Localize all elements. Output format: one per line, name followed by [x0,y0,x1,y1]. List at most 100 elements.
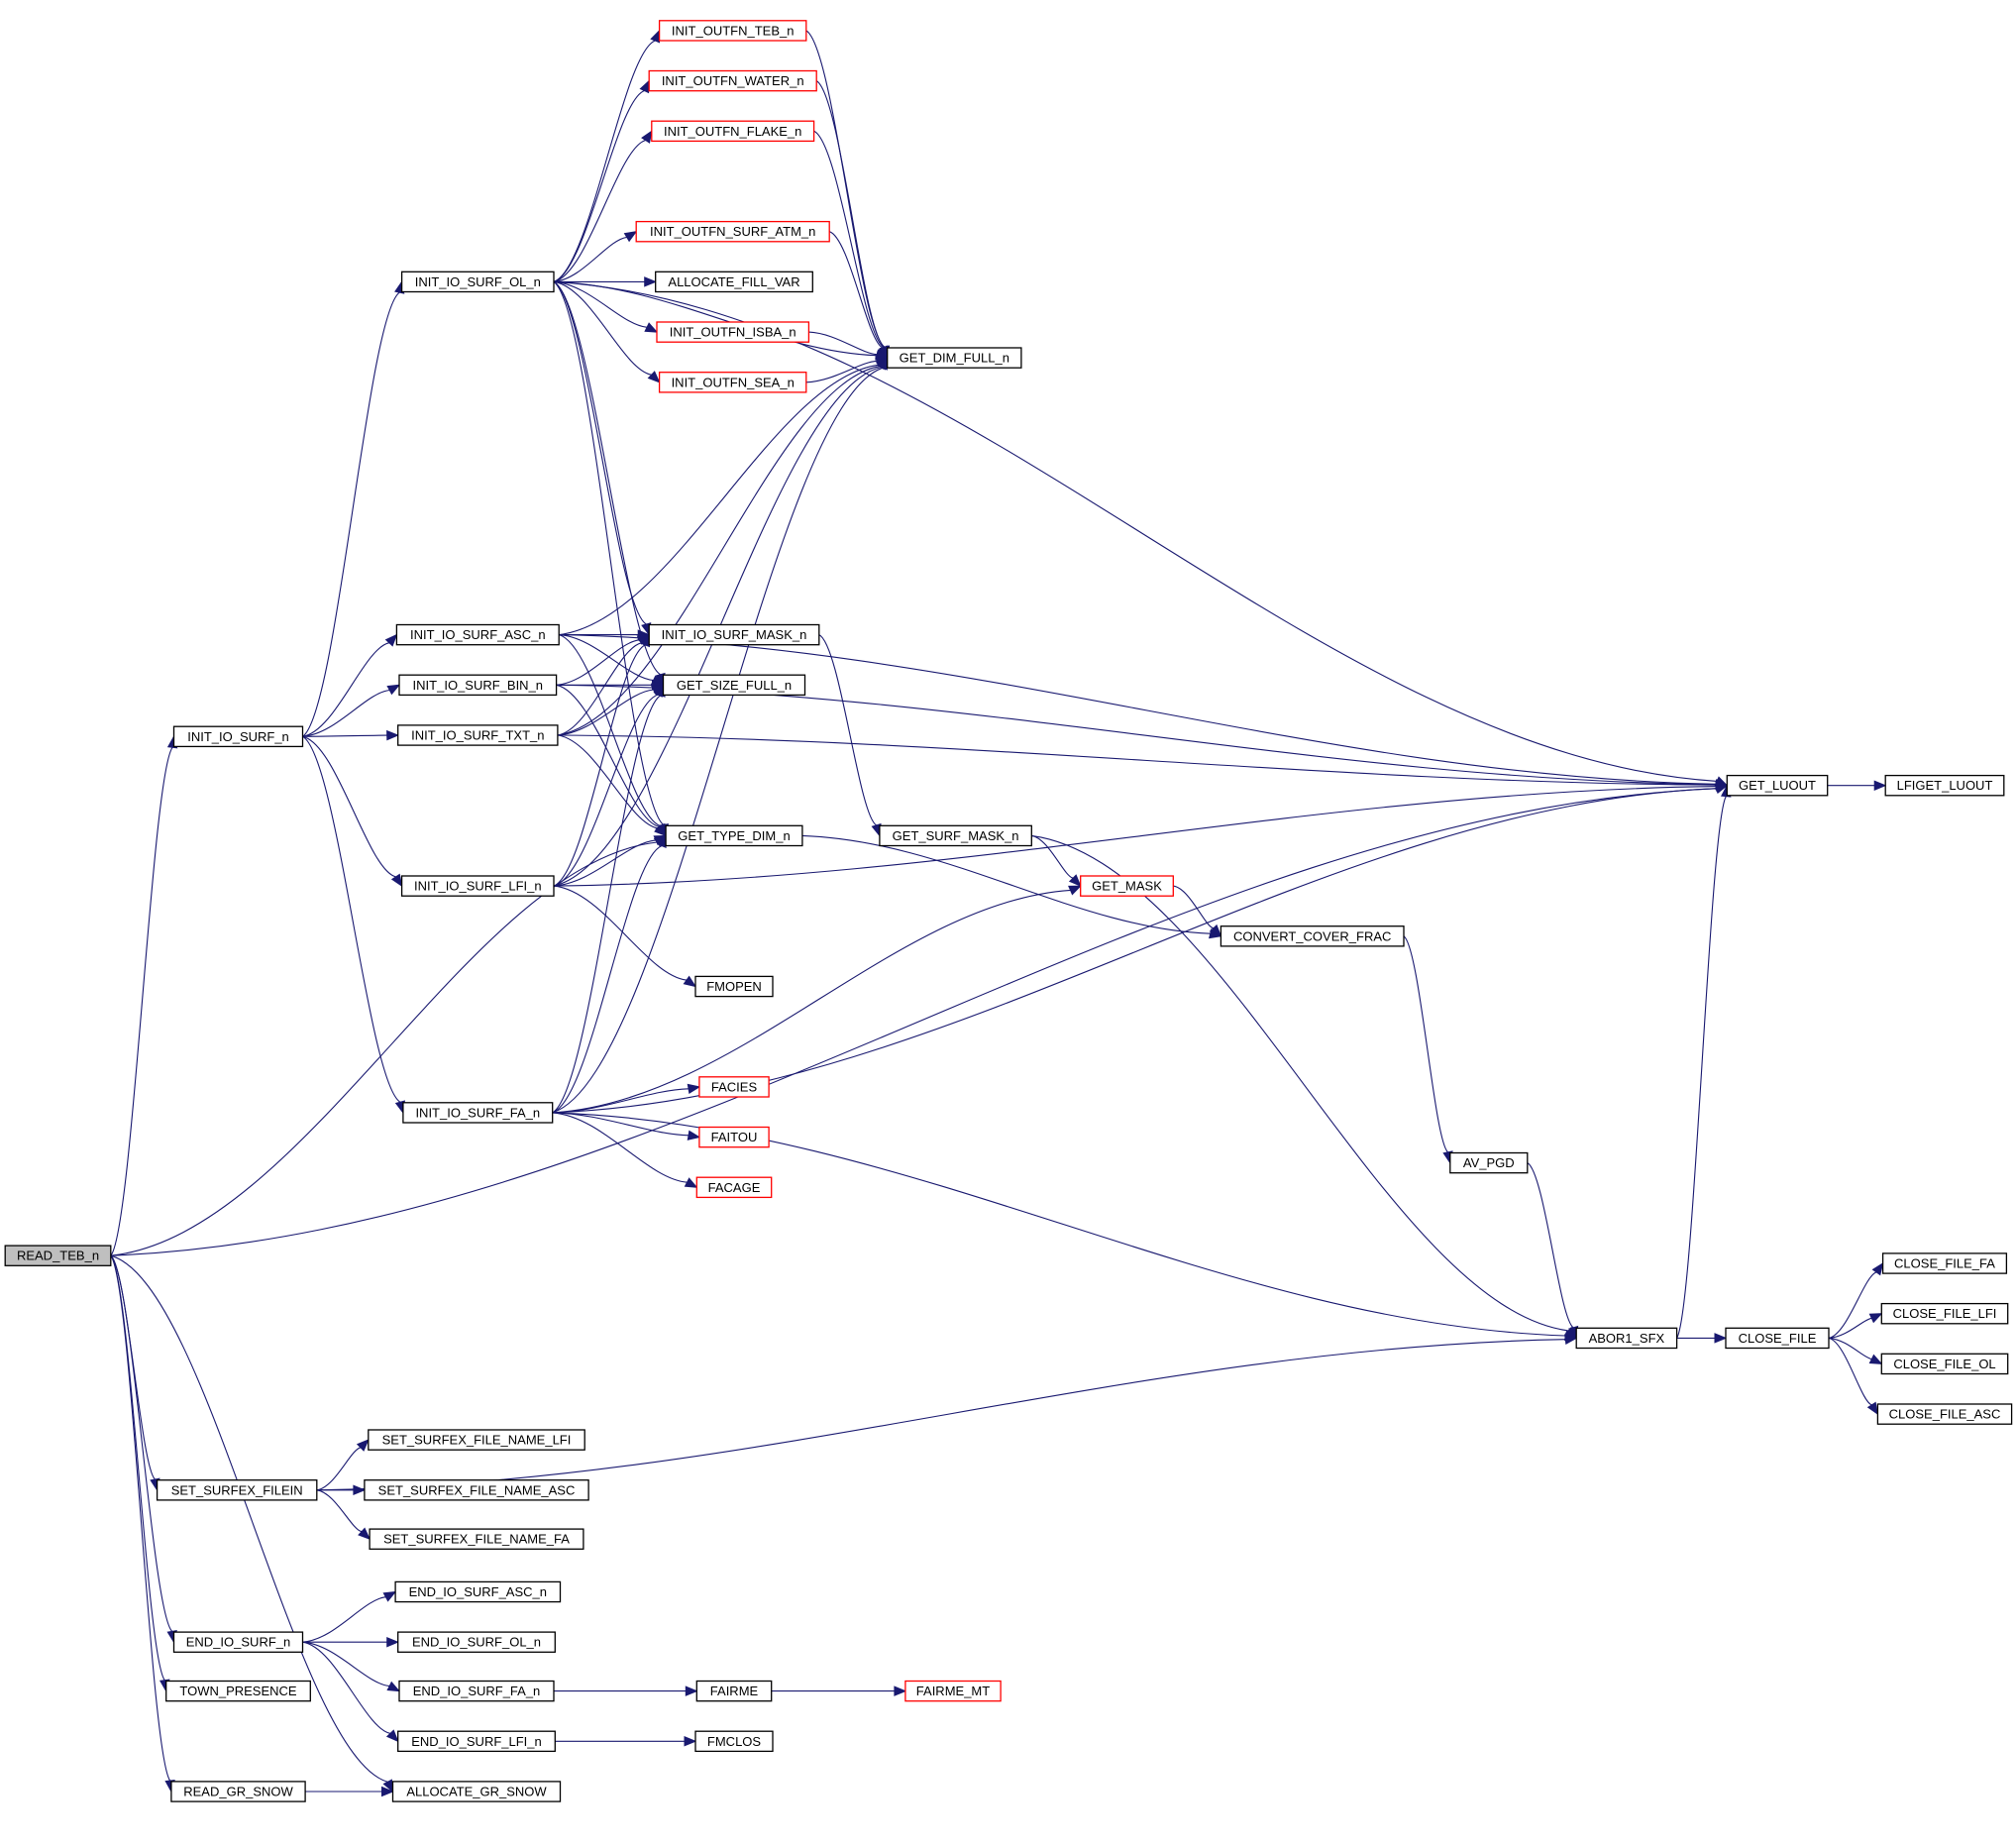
node-init-io-surf-mask-n[interactable]: INIT_IO_SURF_MASK_n [648,623,820,646]
node-facies[interactable]: FACIES [698,1076,770,1098]
node-get-surf-mask-n[interactable]: GET_SURF_MASK_n [879,824,1032,847]
arrowhead-init-io-surf-asc-n [384,633,398,647]
arrowhead-close-file [1714,1333,1728,1344]
node-get-mask[interactable]: GET_MASK [1080,875,1174,897]
node-get-dim-full-n[interactable]: GET_DIM_FULL_n [887,347,1022,369]
node-init-io-surf-lfi-n[interactable]: INIT_IO_SURF_LFI_n [400,875,555,897]
node-set-surfex-file-name-asc[interactable]: SET_SURFEX_FILE_NAME_ASC [364,1479,589,1501]
arrowhead-fairme-mt [894,1685,907,1696]
node-close-file-lfi[interactable]: CLOSE_FILE_LFI [1880,1302,2009,1325]
node-label: FMOPEN [706,979,762,994]
node-box [369,1528,584,1550]
node-get-type-dim-n[interactable]: GET_TYPE_DIM_n [665,824,803,847]
node-allocate-fill-var[interactable]: ALLOCATE_FILL_VAR [655,271,813,293]
node-fmclos[interactable]: FMCLOS [694,1730,774,1753]
edge-init-io-surf-lfi-n-to-init-io-surf-mask-n [553,644,646,887]
node-box [648,623,820,646]
node-init-outfn-water-n[interactable]: INIT_OUTFN_WATER_n [648,69,817,92]
node-get-luout[interactable]: GET_LUOUT [1726,774,1829,797]
edge-init-io-surf-ol-n-to-get-luout [553,280,1718,782]
node-fmopen[interactable]: FMOPEN [694,975,774,998]
edge-init-io-surf-ol-n-to-init-outfn-sea-n [553,280,652,376]
node-read-teb-n[interactable]: READ_TEB_n [4,1245,112,1266]
node-init-io-surf-bin-n[interactable]: INIT_IO_SURF_BIN_n [398,674,558,697]
arrowhead-get-mask [1068,885,1082,896]
arrowhead-set-surfex-file-name-asc [353,1484,367,1496]
node-init-outfn-teb-n[interactable]: INIT_OUTFN_TEB_n [658,20,807,42]
arrowhead-close-file-ol [1868,1354,1883,1364]
node-label: READ_GR_SNOW [183,1785,293,1799]
node-fairme[interactable]: FAIRME [695,1680,773,1702]
node-box [1876,1403,2013,1425]
node-box [165,1680,311,1702]
node-allocate-gr-snow[interactable]: ALLOCATE_GR_SNOW [391,1781,562,1802]
edge-init-io-surf-ol-n-to-get-type-dim-n [553,280,665,826]
arrowhead-close-file-lfi [1868,1313,1883,1324]
node-box [1880,1353,2009,1375]
node-lfiget-luout[interactable]: LFIGET_LUOUT [1884,774,2005,797]
edge-get-mask-to-convert-cover-frac [1173,885,1215,929]
node-fairme-mt[interactable]: FAIRME_MT [904,1680,1002,1702]
node-convert-cover-frac[interactable]: CONVERT_COVER_FRAC [1220,925,1405,947]
node-label: CLOSE_FILE_LFI [1893,1306,1997,1321]
node-set-surfex-filein[interactable]: SET_SURFEX_FILEIN [156,1479,318,1501]
node-init-io-surf-asc-n[interactable]: INIT_IO_SURF_ASC_n [395,623,560,646]
node-init-outfn-surf-atm-n[interactable]: INIT_OUTFN_SURF_ATM_n [635,220,830,243]
node-set-surfex-file-name-lfi[interactable]: SET_SURFEX_FILE_NAME_LFI [368,1429,585,1451]
node-box [651,120,815,143]
edge-init-outfn-flake-n-to-get-dim-full-n [813,130,885,349]
node-box [887,347,1022,369]
node-box [398,1680,555,1702]
node-label: END_IO_SURF_ASC_n [409,1584,547,1599]
node-end-io-surf-asc-n[interactable]: END_IO_SURF_ASC_n [394,1580,562,1603]
node-town-presence[interactable]: TOWN_PRESENCE [165,1680,311,1702]
node-box [156,1479,318,1501]
node-end-io-surf-fa-n[interactable]: END_IO_SURF_FA_n [398,1680,555,1702]
arrowhead-end-io-surf-asc-n [382,1590,397,1602]
node-get-size-full-n[interactable]: GET_SIZE_FULL_n [662,674,806,697]
arrowhead-get-luout [1714,783,1729,794]
node-init-io-surf-txt-n[interactable]: INIT_IO_SURF_TXT_n [397,724,559,746]
edge-init-io-surf-fa-n-to-get-size-full-n [552,695,661,1114]
node-box [655,271,813,293]
node-init-outfn-isba-n[interactable]: INIT_OUTFN_ISBA_n [656,321,810,343]
edge-init-io-surf-txt-n-to-get-luout [557,734,1717,786]
node-box [398,674,558,697]
node-box [662,674,806,697]
node-init-outfn-flake-n[interactable]: INIT_OUTFN_FLAKE_n [651,120,815,143]
node-facage[interactable]: FACAGE [695,1176,773,1199]
arrowhead-init-io-surf-txt-n [386,729,400,741]
node-close-file-ol[interactable]: CLOSE_FILE_OL [1880,1353,2009,1375]
node-label: CLOSE_FILE_FA [1894,1256,1995,1271]
node-end-io-surf-ol-n[interactable]: END_IO_SURF_OL_n [397,1631,556,1653]
node-init-io-surf-n[interactable]: INIT_IO_SURF_n [172,725,304,748]
node-box [400,271,555,293]
node-box [695,1176,773,1199]
edge-init-outfn-sea-n-to-get-dim-full-n [805,360,878,383]
node-init-outfn-sea-n[interactable]: INIT_OUTFN_SEA_n [658,372,807,393]
node-read-gr-snow[interactable]: READ_GR_SNOW [170,1781,306,1802]
node-box [658,20,807,42]
node-faitou[interactable]: FAITOU [698,1126,770,1148]
node-end-io-surf-lfi-n[interactable]: END_IO_SURF_LFI_n [397,1730,556,1753]
node-box [698,1126,770,1148]
edge-init-outfn-water-n-to-get-dim-full-n [815,80,886,348]
node-close-file-asc[interactable]: CLOSE_FILE_ASC [1876,1403,2013,1425]
node-close-file-fa[interactable]: CLOSE_FILE_FA [1881,1252,2008,1274]
edge-init-outfn-isba-n-to-get-dim-full-n [808,331,878,356]
node-end-io-surf-n[interactable]: END_IO_SURF_n [172,1631,304,1653]
node-init-io-surf-fa-n[interactable]: INIT_IO_SURF_FA_n [402,1102,554,1124]
edge-close-file-to-close-file-asc [1828,1337,1872,1406]
arrowhead-end-io-surf-lfi-n [385,1729,399,1743]
node-set-surfex-file-name-fa[interactable]: SET_SURFEX_FILE_NAME_FA [369,1528,584,1550]
node-label: FMCLOS [707,1734,762,1749]
node-av-pgd[interactable]: AV_PGD [1449,1151,1529,1174]
node-close-file[interactable]: CLOSE_FILE [1725,1327,1830,1350]
node-label: ABOR1_SFX [1589,1331,1665,1346]
edge-init-io-surf-txt-n-to-get-size-full-n [557,689,654,736]
edge-read-teb-n-to-init-io-surf-n [110,746,173,1256]
node-box [658,372,807,393]
node-box [665,824,803,847]
node-init-io-surf-ol-n[interactable]: INIT_IO_SURF_OL_n [400,271,555,293]
node-abor1-sfx[interactable]: ABOR1_SFX [1575,1327,1678,1350]
